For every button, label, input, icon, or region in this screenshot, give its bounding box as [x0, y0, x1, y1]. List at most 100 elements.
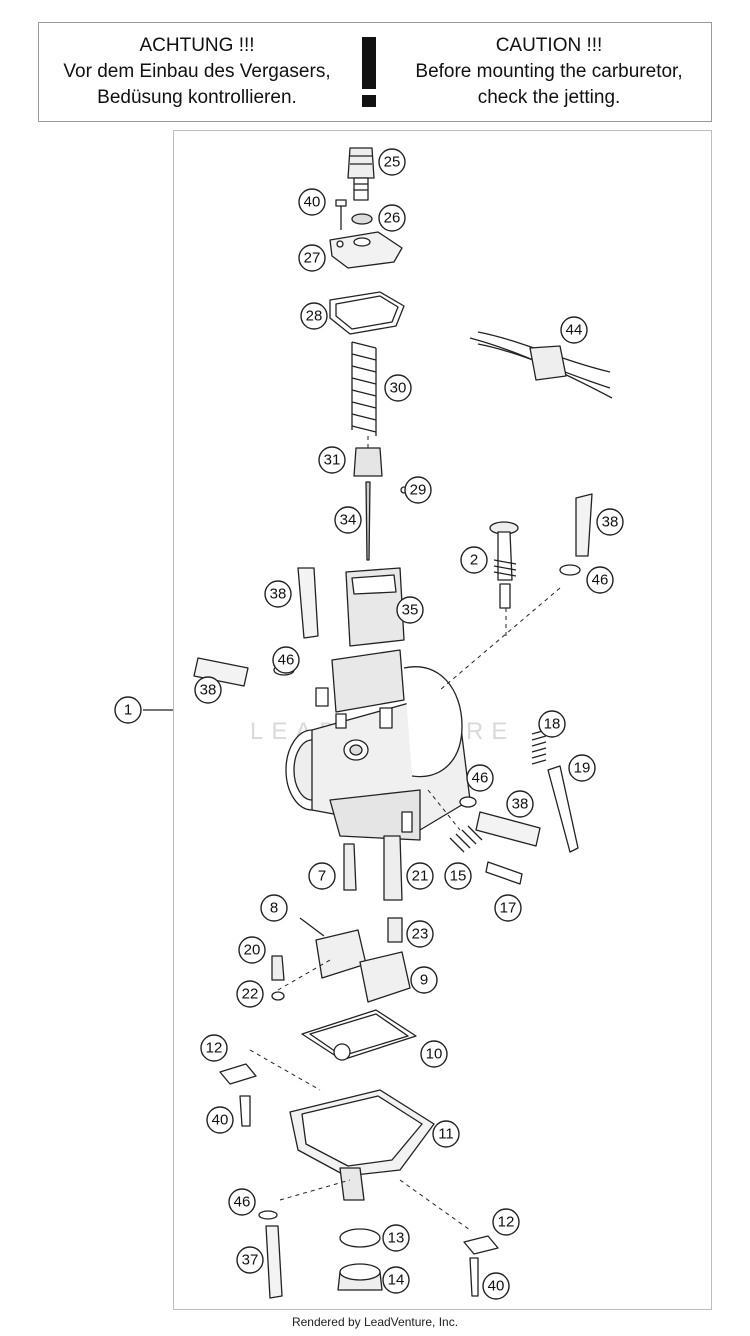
callout-number: 38 [200, 682, 217, 699]
callout-23: 23 [406, 920, 434, 948]
top-screw-part [335, 199, 347, 230]
callout-circle [444, 862, 472, 890]
notice-english-line1: Before mounting the carburetor, [415, 61, 683, 82]
callout-number: 23 [412, 926, 429, 943]
jet-needle-part [365, 481, 371, 561]
callout-circle [300, 302, 328, 330]
callout-46: 46 [466, 764, 494, 792]
callout-circle [404, 476, 432, 504]
callout-circle [586, 566, 614, 594]
callout-number: 34 [340, 512, 357, 529]
callout-number: 31 [324, 452, 341, 469]
callout-circle [206, 1106, 234, 1134]
callout-8: 8 [260, 894, 288, 922]
callout-circle [420, 1040, 448, 1068]
callout-number: 12 [206, 1040, 223, 1057]
callout-number: 14 [388, 1272, 405, 1289]
callout-circle [238, 936, 266, 964]
callout-20: 20 [238, 936, 266, 964]
spring-part [449, 825, 483, 853]
callout-number: 38 [602, 514, 619, 531]
callout-number: 30 [390, 380, 407, 397]
diagram-frame [173, 130, 712, 1310]
callout-7: 7 [308, 862, 336, 890]
vent-hose-part [193, 657, 249, 687]
callout-13: 13 [382, 1224, 410, 1252]
callout-circle [378, 204, 406, 232]
callout-10: 10 [420, 1040, 448, 1068]
screw-part [547, 765, 579, 853]
callout-30: 30 [384, 374, 412, 402]
callout-46: 46 [586, 566, 614, 594]
overflow-hose-part [265, 1225, 283, 1299]
callout-22: 22 [236, 980, 264, 1008]
o-ring-part [459, 796, 477, 808]
callout-number: 15 [450, 868, 467, 885]
callout-28: 28 [300, 302, 328, 330]
nut-part [351, 213, 373, 225]
exclamation-dot-icon [362, 95, 376, 107]
callout-number: 46 [278, 652, 295, 669]
callout-circle [200, 1034, 228, 1062]
cable-part [469, 331, 613, 399]
callout-circle [596, 508, 624, 536]
callout-number: 25 [384, 154, 401, 171]
callout-17: 17 [494, 894, 522, 922]
callout-circle [378, 148, 406, 176]
callout-circle [272, 646, 300, 674]
carburetor-body-part [285, 649, 471, 841]
callout-circle [494, 894, 522, 922]
callout-circle [264, 580, 292, 608]
callout-12: 12 [200, 1034, 228, 1062]
callout-number: 2 [470, 552, 478, 569]
callout-number: 11 [438, 1126, 454, 1143]
cover-part [329, 231, 403, 269]
callout-circle [460, 546, 488, 574]
callout-number: 20 [244, 942, 261, 959]
callout-46: 46 [228, 1188, 256, 1216]
callout-number: 22 [242, 986, 259, 1003]
callout-number: 21 [412, 868, 429, 885]
callout-18: 18 [538, 710, 566, 738]
needle-jet-part [383, 835, 403, 901]
callout-26: 26 [378, 204, 406, 232]
callout-number: 40 [212, 1112, 229, 1129]
callout-46: 46 [272, 646, 300, 674]
callout-circle [406, 862, 434, 890]
callout-number: 35 [402, 602, 419, 619]
cable-adjuster-part [347, 147, 375, 201]
main-jet-part [387, 917, 403, 943]
callout-circle [396, 596, 424, 624]
notice-english: CAUTION !!! Before mounting the carburet… [389, 33, 709, 111]
callout-number: 44 [566, 322, 583, 339]
notice-german: ACHTUNG !!! Vor dem Einbau des Vergasers… [47, 33, 347, 111]
float-valve-part [271, 955, 285, 981]
callout-21: 21 [406, 862, 434, 890]
callout-27: 27 [298, 244, 326, 272]
callout-circle [382, 1224, 410, 1252]
callout-circle [382, 1266, 410, 1294]
callout-circle [298, 244, 326, 272]
callout-38: 38 [194, 676, 222, 704]
callout-38: 38 [506, 790, 534, 818]
callout-number: 37 [242, 1252, 259, 1269]
notice-german-line1: Vor dem Einbau des Vergasers, [63, 61, 331, 82]
callout-number: 13 [388, 1230, 405, 1247]
callout-number: 1 [124, 702, 132, 719]
callout-number: 40 [304, 194, 321, 211]
callout-number: 29 [410, 482, 427, 499]
notice-german-title: ACHTUNG !!! [139, 35, 255, 56]
callout-40: 40 [298, 188, 326, 216]
footer-credit: Rendered by LeadVenture, Inc. [291, 1315, 459, 1329]
notice-english-line2: check the jetting. [477, 87, 621, 108]
callout-circle [568, 754, 596, 782]
callout-40: 40 [206, 1106, 234, 1134]
bracket-part [463, 1235, 499, 1255]
callout-number: 38 [512, 796, 529, 813]
callout-circle [492, 1208, 520, 1236]
callout-35: 35 [396, 596, 424, 624]
bracket-part [219, 1063, 257, 1085]
callout-number: 46 [234, 1194, 251, 1211]
callout-31: 31 [318, 446, 346, 474]
callout-number: 12 [498, 1214, 515, 1231]
